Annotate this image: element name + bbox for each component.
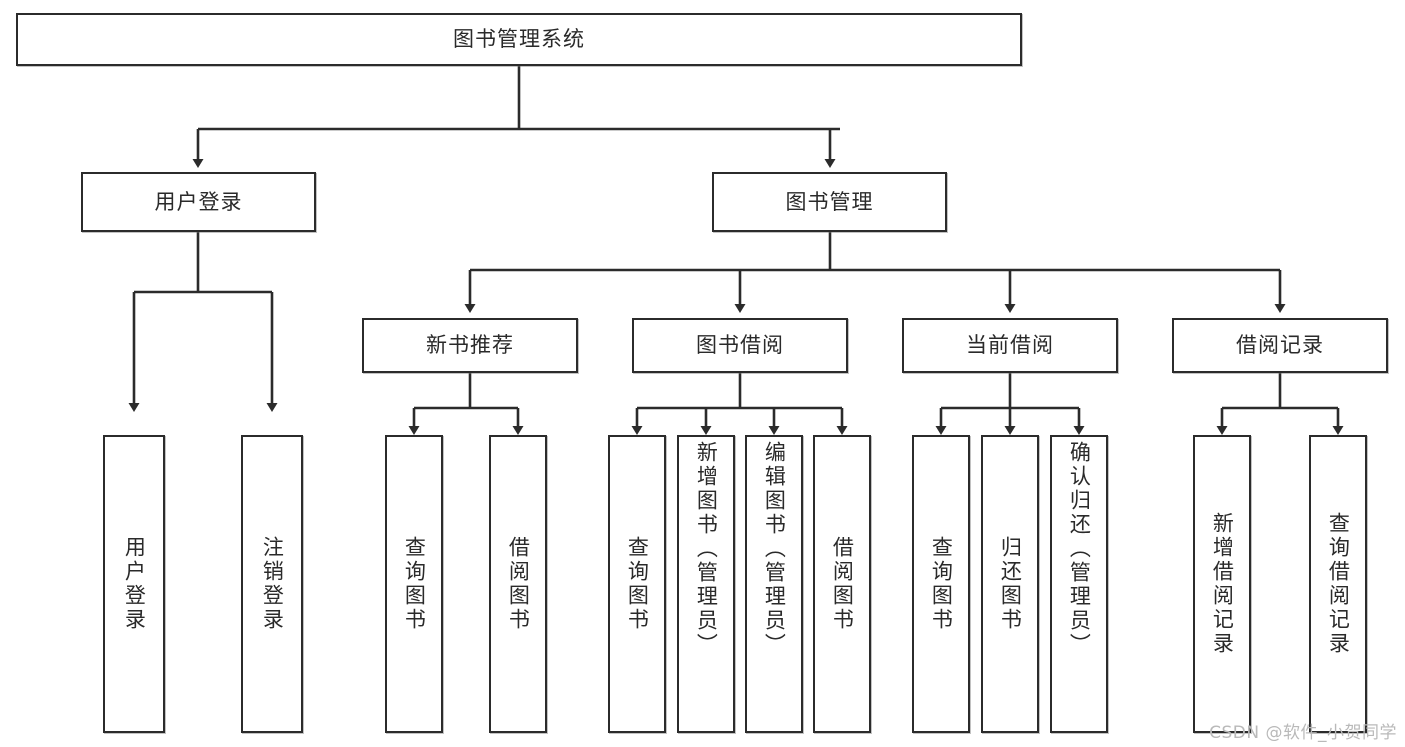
leaf-current-query-book-label: 查询图书 — [929, 536, 954, 632]
leaf-current-return-book-label: 归还图书 — [998, 536, 1023, 632]
leaf-borrow-add-book-label: 新增图书（管理员） — [694, 441, 719, 657]
node-root-label: 图书管理系统 — [453, 27, 585, 52]
leaf-user-login-label: 用户登录 — [122, 536, 147, 632]
node-borrow-record-label: 借阅记录 — [1236, 333, 1324, 358]
leaf-recommend-query-book-label: 查询图书 — [402, 536, 427, 632]
node-user-login-label: 用户登录 — [154, 189, 243, 214]
node-book-management[interactable]: 图书管理 — [712, 172, 947, 232]
leaf-borrow-edit-book-label: 编辑图书（管理员） — [762, 441, 787, 657]
node-root[interactable]: 图书管理系统 — [16, 13, 1022, 66]
node-book-management-label: 图书管理 — [785, 189, 874, 214]
node-borrow-record[interactable]: 借阅记录 — [1172, 318, 1388, 373]
leaf-user-logout-label: 注销登录 — [260, 536, 285, 632]
leaf-recommend-query-book[interactable]: 查询图书 — [385, 435, 443, 733]
leaf-borrow-edit-book[interactable]: 编辑图书（管理员） — [745, 435, 803, 733]
leaf-borrow-borrow-book-label: 借阅图书 — [830, 536, 855, 632]
node-new-book-recommend-label: 新书推荐 — [426, 333, 514, 358]
watermark-text: CSDN @软件_小贺同学 — [1209, 723, 1397, 743]
leaf-record-add[interactable]: 新增借阅记录 — [1193, 435, 1251, 733]
leaf-record-query[interactable]: 查询借阅记录 — [1309, 435, 1367, 733]
leaf-recommend-borrow-book[interactable]: 借阅图书 — [489, 435, 547, 733]
node-user-login[interactable]: 用户登录 — [81, 172, 316, 232]
leaf-current-confirm-return[interactable]: 确认归还（管理员） — [1050, 435, 1108, 733]
leaf-current-return-book[interactable]: 归还图书 — [981, 435, 1039, 733]
leaf-borrow-add-book[interactable]: 新增图书（管理员） — [677, 435, 735, 733]
node-book-borrow[interactable]: 图书借阅 — [632, 318, 848, 373]
leaf-user-login[interactable]: 用户登录 — [103, 435, 165, 733]
leaf-record-add-label: 新增借阅记录 — [1210, 512, 1235, 656]
node-book-borrow-label: 图书借阅 — [696, 333, 784, 358]
node-new-book-recommend[interactable]: 新书推荐 — [362, 318, 578, 373]
node-current-borrow[interactable]: 当前借阅 — [902, 318, 1118, 373]
leaf-borrow-query-book-label: 查询图书 — [625, 536, 650, 632]
leaf-recommend-borrow-book-label: 借阅图书 — [506, 536, 531, 632]
node-current-borrow-label: 当前借阅 — [966, 333, 1054, 358]
leaf-borrow-borrow-book[interactable]: 借阅图书 — [813, 435, 871, 733]
leaf-current-confirm-return-label: 确认归还（管理员） — [1067, 441, 1092, 657]
leaf-current-query-book[interactable]: 查询图书 — [912, 435, 970, 733]
leaf-borrow-query-book[interactable]: 查询图书 — [608, 435, 666, 733]
leaf-user-logout[interactable]: 注销登录 — [241, 435, 303, 733]
leaf-record-query-label: 查询借阅记录 — [1326, 512, 1351, 656]
